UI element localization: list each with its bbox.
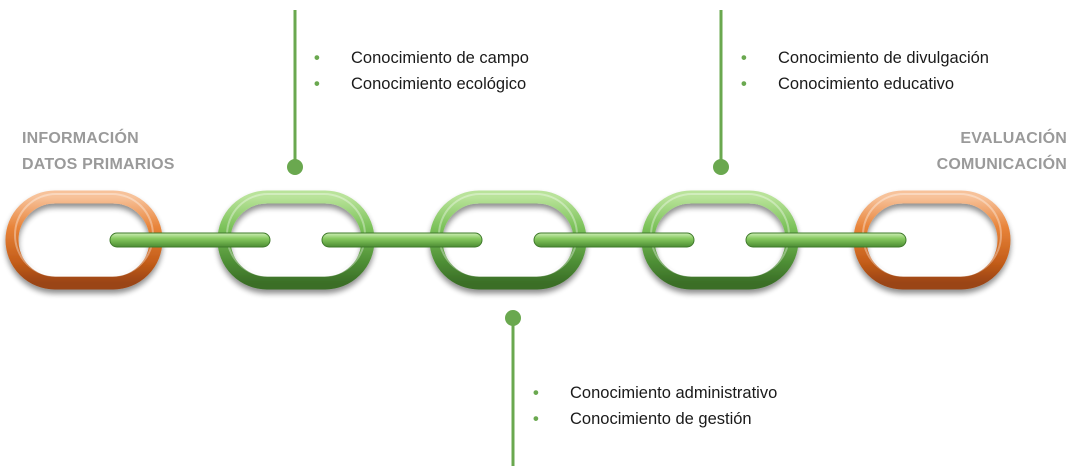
list-item: • Conocimiento ecológico [314,71,529,97]
bullet-text: Conocimiento educativo [778,75,955,93]
bullet-text: Conocimiento administrativo [570,384,778,402]
left-label-line-1: INFORMACIÓN [22,130,139,147]
bullet-list-1: • Conocimiento de campo • Conocimiento eco… [314,45,529,97]
list-item: • Conocimiento administrativo [533,380,777,406]
bullet-text: Conocimiento de campo [351,49,529,67]
chain-connector-2 [321,232,483,248]
bullet-icon: • [314,49,320,67]
right-label-line-1: EVALUACIÓN [960,130,1067,147]
bullet-text: Conocimiento de divulgación [778,49,989,67]
left-end-label: INFORMACIÓN DATOS PRIMARIOS [22,126,175,178]
bullet-text: Conocimiento ecológico [351,75,527,93]
bullet-icon: • [533,410,539,428]
callout-dot-1 [287,159,303,175]
callout-dot-3 [505,310,521,326]
right-label-line-2: COMUNICACIÓN [936,156,1067,173]
chain-connector-1 [109,232,271,248]
bullet-icon: • [741,75,747,93]
list-item: • Conocimiento de campo [314,45,529,71]
bullet-list-2: • Conocimiento de divulgación • Conocimien… [741,45,989,97]
list-item: • Conocimiento de divulgación [741,45,989,71]
bullet-list-3: • Conocimiento administrativo • Conocimien… [533,380,777,432]
bullet-icon: • [533,384,539,402]
chain-connector-4 [745,232,907,248]
list-item: • Conocimiento de gestión [533,406,777,432]
bullet-icon: • [314,75,320,93]
left-label-line-2: DATOS PRIMARIOS [22,156,175,173]
list-item: • Conocimiento educativo [741,71,989,97]
right-end-label: EVALUACIÓN COMUNICACIÓN [887,126,1067,178]
bullet-text: Conocimiento de gestión [570,410,752,428]
bullet-icon: • [741,49,747,67]
callout-dot-2 [713,159,729,175]
chain-connector-3 [533,232,695,248]
